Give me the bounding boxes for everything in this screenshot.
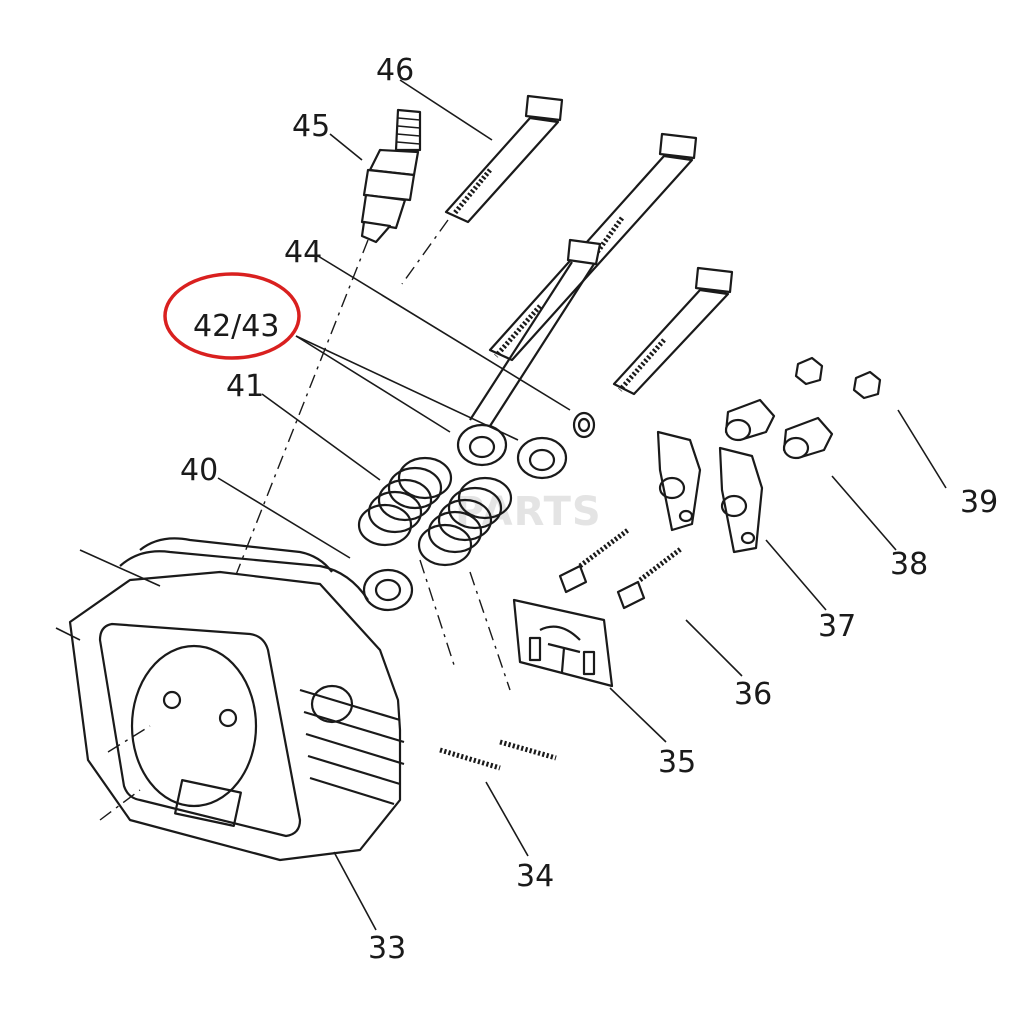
hex-nut-part-39-b[interactable] [852,370,882,400]
callout-37: 37 [818,609,856,644]
spring-retainer-part-42[interactable] [456,423,508,467]
valve-spring-part-41-b[interactable] [417,476,513,567]
callout-33: 33 [368,931,406,966]
exhaust-stud-part-34-b[interactable] [499,739,557,761]
head-bolt-part-46-c[interactable] [612,266,734,396]
valve-guide-part-44[interactable] [469,238,602,439]
callout-42-43: 42/43 [193,309,279,344]
spark-plug-part-45[interactable] [231,108,422,586]
callout-38: 38 [890,547,928,582]
callout-46: 46 [376,53,414,88]
spring-retainer-part-43[interactable] [516,436,568,480]
rocker-arm-part-37-a[interactable] [656,430,702,532]
valve-spring-part-41-a[interactable] [357,456,453,547]
valve-seal-part-40[interactable] [362,568,414,612]
callout-40: 40 [180,453,218,488]
callout-41: 41 [226,369,264,404]
highlight-circle [163,272,301,360]
head-bolt-part-46-a[interactable] [401,94,564,285]
guide-plate-part-35[interactable] [512,598,614,688]
rocker-arm-part-37-b[interactable] [718,446,764,554]
rocker-pivot-part-38-a[interactable] [724,398,776,442]
callout-39: 39 [960,485,998,520]
hex-nut-part-39-a[interactable] [794,356,824,386]
callout-34: 34 [516,859,554,894]
callout-45: 45 [292,109,330,144]
callout-44: 44 [284,235,322,270]
leader-lines [217,79,947,931]
callout-36: 36 [734,677,772,712]
callout-35: 35 [658,745,696,780]
exhaust-stud-part-34-a[interactable] [439,747,501,771]
rocker-stud-part-36-b[interactable] [616,546,684,610]
valve-axis-line [469,571,511,691]
cylinder-head-part-33[interactable] [55,537,405,862]
valve-axis-line [419,559,456,669]
rocker-stud-part-36-a[interactable] [558,528,630,594]
rocker-pivot-part-38-b[interactable] [782,416,834,460]
